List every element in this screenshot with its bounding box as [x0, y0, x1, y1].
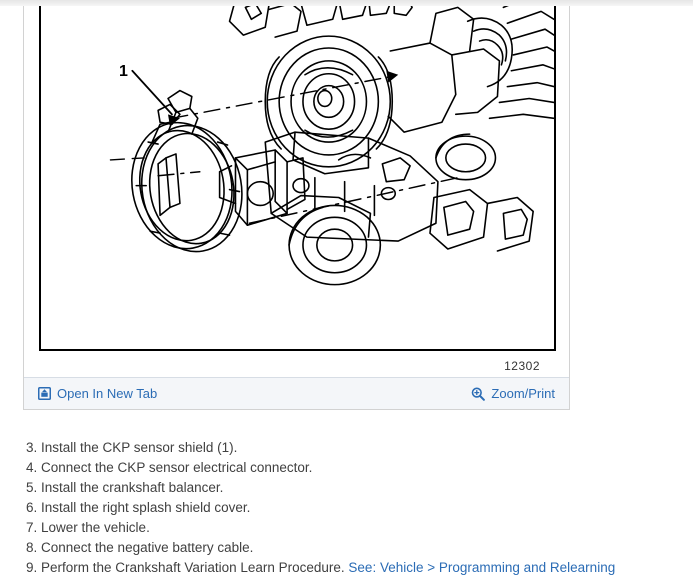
step-text: 8. Connect the negative battery cable.: [26, 540, 254, 555]
step-item: 3. Install the CKP sensor shield (1).: [26, 438, 676, 458]
figure-panel: 1 12302 Open In New Tab Zoom/Print: [23, 6, 570, 410]
step-text: 9. Perform the Crankshaft Variation Lear…: [26, 560, 349, 575]
step-text: 5. Install the crankshaft balancer.: [26, 480, 224, 495]
engine-line-drawing: [109, 6, 554, 286]
magnifier-plus-icon: [472, 386, 486, 401]
step-item: 9. Perform the Crankshaft Variation Lear…: [26, 558, 676, 578]
drawing-part-number: 12302: [504, 359, 540, 373]
figure-toolbar: Open In New Tab Zoom/Print: [24, 377, 569, 409]
figure-image-area: 1 12302: [24, 6, 569, 377]
zoom-print-label: Zoom/Print: [491, 386, 555, 401]
open-in-new-tab-icon: [38, 387, 51, 400]
step-text: 3. Install the CKP sensor shield (1).: [26, 440, 238, 455]
step-text: 4. Connect the CKP sensor electrical con…: [26, 460, 313, 475]
technical-drawing-frame: 1 12302: [39, 6, 556, 373]
page-top-strip: [0, 0, 693, 6]
procedure-steps-list: 3. Install the CKP sensor shield (1). 4.…: [26, 438, 676, 578]
step-item: 7. Lower the vehicle.: [26, 518, 676, 538]
callout-number-1: 1: [119, 63, 128, 80]
step-text: 6. Install the right splash shield cover…: [26, 500, 251, 515]
step-item: 6. Install the right splash shield cover…: [26, 498, 676, 518]
procedure-reference-link[interactable]: See: Vehicle > Programming and Relearnin…: [348, 560, 616, 575]
step-item: 5. Install the crankshaft balancer.: [26, 478, 676, 498]
open-in-new-tab-label: Open In New Tab: [57, 386, 158, 401]
zoom-print-button[interactable]: Zoom/Print: [471, 386, 555, 401]
step-item: 4. Connect the CKP sensor electrical con…: [26, 458, 676, 478]
step-item: 8. Connect the negative battery cable.: [26, 538, 676, 558]
open-in-new-tab-button[interactable]: Open In New Tab: [38, 386, 157, 401]
step-text: 7. Lower the vehicle.: [26, 520, 150, 535]
